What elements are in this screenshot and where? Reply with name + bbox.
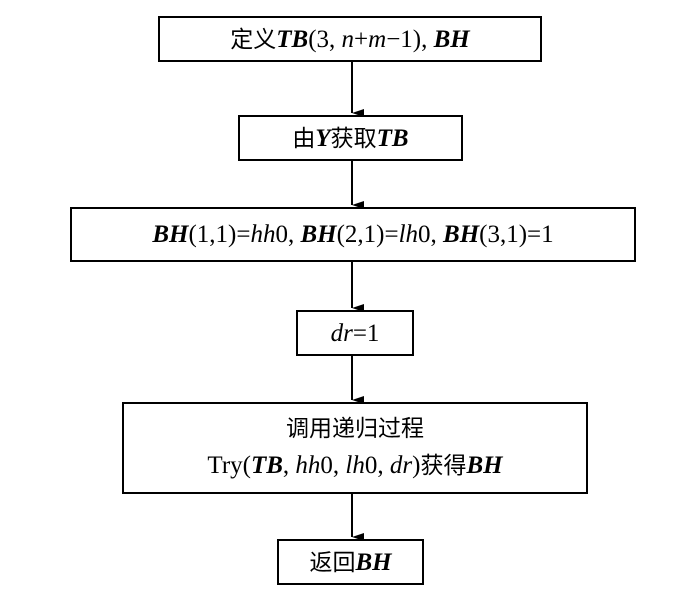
text-segment: 定义 — [230, 26, 277, 53]
step-return-bh-text: 返回BH — [309, 550, 391, 575]
text-segment: BH — [443, 221, 480, 248]
step-init-bh-box: BH(1,1)=hh0, BH(2,1)=lh0, BH(3,1)=1 — [70, 207, 636, 262]
text-segment: BH — [466, 452, 503, 479]
text-segment: hh — [295, 452, 321, 479]
text-segment: lh — [345, 452, 365, 479]
step-get-tb-box: 由Y获取TB — [238, 115, 463, 161]
text-segment: TB — [276, 25, 309, 53]
text-segment: dr — [330, 319, 353, 347]
text-segment: n — [341, 25, 355, 53]
step-define-text: 定义TB(3, n+m−1), BH — [230, 27, 470, 52]
text-segment: + — [354, 25, 369, 53]
step-call-try-title: 调用递归过程 — [286, 416, 424, 442]
text-segment: BH — [152, 221, 189, 248]
step-get-tb-text: 由Y获取TB — [292, 126, 408, 151]
text-segment: BH — [355, 548, 392, 576]
text-segment: =1 — [352, 319, 380, 347]
text-segment: 0, — [275, 221, 301, 248]
step-return-bh-box: 返回BH — [277, 539, 424, 585]
step-call-try-text: Try(TB, hh0, lh0, dr)获得BH — [207, 453, 502, 478]
text-segment: ) — [412, 452, 421, 479]
text-segment: 0, — [418, 221, 444, 248]
text-segment: (2,1)= — [336, 221, 399, 248]
text-segment: (3,1)=1 — [479, 221, 554, 248]
text-segment: BH — [300, 221, 337, 248]
text-segment: TB — [250, 452, 283, 479]
text-segment: 获取 — [330, 125, 377, 152]
text-segment: 0, — [364, 452, 390, 479]
text-segment: , — [282, 452, 296, 479]
text-segment: dr — [389, 452, 413, 479]
step-define-box: 定义TB(3, n+m−1), BH — [158, 16, 542, 62]
text-segment: Y — [315, 124, 331, 152]
text-segment: 由 — [292, 125, 316, 152]
text-segment: 0, — [320, 452, 346, 479]
step-set-dr-box: dr=1 — [296, 310, 414, 356]
text-segment: (3, — [308, 25, 342, 53]
text-segment: (1,1)= — [188, 221, 251, 248]
text-segment: 返回 — [309, 549, 356, 576]
text-segment: m — [368, 25, 387, 53]
step-call-try-box: 调用递归过程 Try(TB, hh0, lh0, dr)获得BH — [122, 402, 588, 494]
text-segment: Try( — [207, 452, 251, 479]
step-set-dr-text: dr=1 — [331, 321, 380, 346]
step-init-bh-text: BH(1,1)=hh0, BH(2,1)=lh0, BH(3,1)=1 — [152, 222, 553, 247]
text-segment: −1), — [386, 25, 434, 53]
text-segment: BH — [433, 25, 470, 53]
text-segment: 获得 — [420, 453, 467, 479]
text-segment: lh — [398, 221, 419, 248]
text-segment: TB — [376, 124, 409, 152]
text-segment: hh — [250, 221, 276, 248]
